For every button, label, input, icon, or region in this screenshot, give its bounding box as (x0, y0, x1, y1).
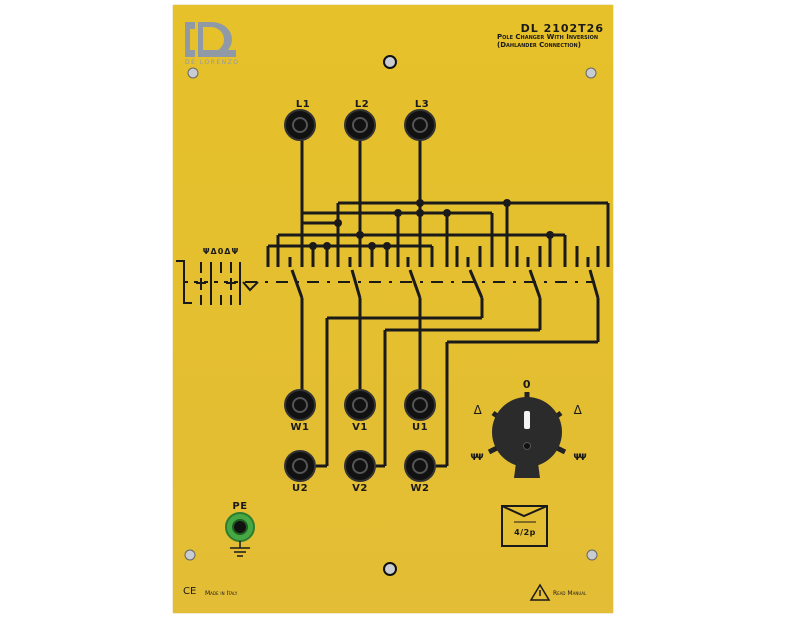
screw-icon (184, 55, 598, 576)
wiring (176, 140, 610, 468)
logo-icon (185, 22, 236, 57)
selector-position-delta-left: Δ (473, 403, 483, 417)
terminal-label-u2: U2 (291, 483, 309, 494)
terminal-label-v1: V1 (352, 422, 368, 433)
ce-mark: CE (183, 586, 197, 597)
warning-icon (529, 583, 551, 601)
brand-name: DE LORENZO (185, 59, 240, 66)
read-manual-label: Read Manual (553, 590, 587, 597)
motor-box-label: 4/2p (514, 528, 536, 537)
switch-positions-header: ΨΔ0ΔΨ (202, 247, 240, 256)
terminal-label-l3: L3 (414, 99, 430, 110)
ground-icon (230, 541, 250, 557)
junction-dots (309, 199, 554, 250)
selector-position-0: 0 (522, 378, 532, 391)
subtitle-line-1: Pole Changer With Inversion (497, 33, 599, 41)
model-number: DL 2102T26 (520, 22, 604, 35)
terminal-label-l1: L1 (295, 99, 311, 110)
made-in-label: Made in Italy (205, 590, 238, 597)
terminal-label-w1: W1 (290, 422, 310, 433)
motor-box-icon (501, 505, 548, 547)
jack-sockets[interactable] (225, 109, 436, 542)
selector-position-yy-left: ΨΨ (470, 453, 483, 463)
selector-position-yy-right: ΨΨ (573, 453, 586, 463)
terminal-label-w2: W2 (410, 483, 430, 494)
subtitle-line-2: (Dahlander Connection) (497, 41, 581, 49)
terminal-label-pe: PE (232, 501, 248, 512)
terminal-label-l2: L2 (354, 99, 370, 110)
terminal-label-u1: U1 (411, 422, 429, 433)
terminal-label-v2: V2 (352, 483, 368, 494)
rotary-selector[interactable] (487, 392, 567, 478)
selector-position-delta-right: Δ (573, 403, 583, 417)
